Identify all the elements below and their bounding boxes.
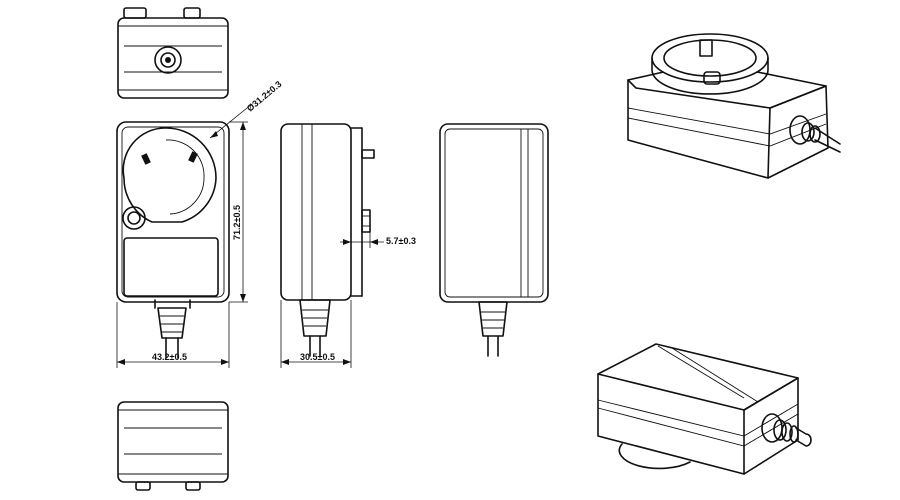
isometric-view-rear-side — [597, 343, 812, 475]
front-view — [116, 121, 230, 359]
dimension-width-label: 43.2±0.5 — [152, 352, 187, 362]
dimension-depth: 30.5±0.5 — [280, 300, 352, 368]
top-view — [117, 7, 229, 99]
top-view-plug-hole — [154, 46, 182, 74]
side-view-pins — [361, 149, 375, 233]
isometric-view-rear-cable — [761, 413, 812, 447]
dimension-width: 43.2±0.5 — [116, 302, 230, 368]
dimension-pin-offset: 5.7±0.3 — [340, 232, 416, 248]
front-view-cable — [160, 315, 184, 359]
dimension-socket-diameter: Ø31.2±0.3 — [209, 79, 284, 139]
isometric-view-socket-side — [627, 33, 841, 179]
back-view — [439, 123, 549, 357]
side-view — [280, 123, 375, 357]
dimension-socket-diameter-label: Ø31.2±0.3 — [245, 79, 284, 114]
dimension-height-label: 71.2±0.5 — [232, 205, 242, 240]
dimension-pin-offset-label: 5.7±0.3 — [386, 236, 416, 246]
bottom-view — [117, 401, 229, 491]
dimension-depth-label: 30.5±0.5 — [300, 352, 335, 362]
front-view-release-button — [122, 206, 146, 230]
side-view-cable — [302, 309, 328, 357]
front-view-pin-slots — [141, 151, 198, 165]
dimension-height: 71.2±0.5 — [229, 121, 248, 303]
isometric-view-socket-ring — [651, 33, 769, 95]
isometric-view-socket-cable — [789, 115, 841, 153]
back-view-cable — [481, 311, 505, 357]
